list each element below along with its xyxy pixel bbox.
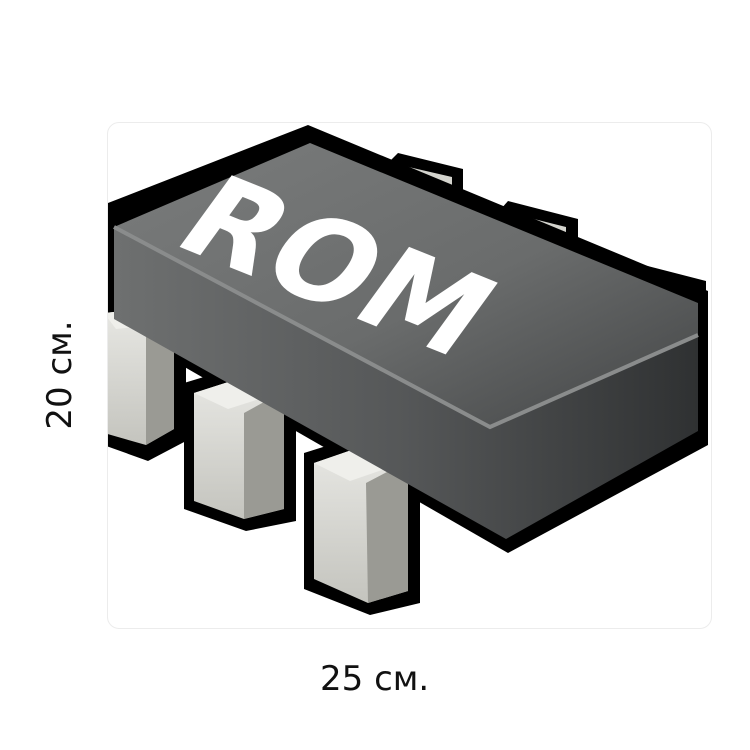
mouse-pad: ROM [107, 122, 712, 629]
chip-top-face [114, 143, 698, 427]
width-dimension: 25 см. [320, 659, 430, 699]
height-dimension: 20 см. [40, 320, 80, 430]
front-pins [108, 295, 420, 615]
rom-chip-illustration: ROM [108, 125, 708, 615]
